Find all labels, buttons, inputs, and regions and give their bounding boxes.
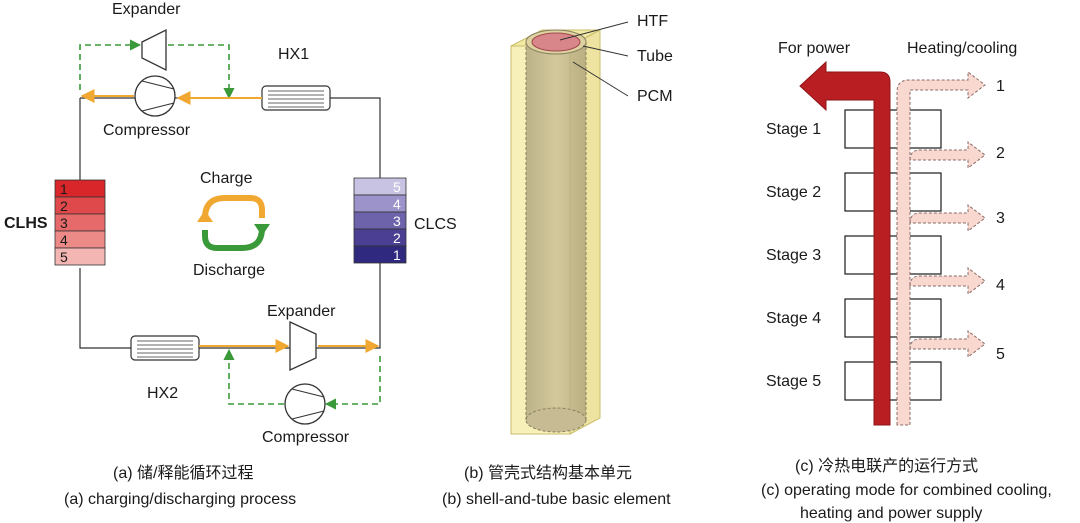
output-2-label: 2	[996, 145, 1005, 162]
htf-label: HTF	[637, 13, 668, 30]
panel-a-cycle-diagram: HX1 Expander Compressor 1 2 3 4 5	[4, 1, 457, 508]
clhs-stage-5: 5	[60, 249, 68, 265]
hx2-label: HX2	[147, 385, 178, 402]
caption-a-en: (a) charging/discharging process	[64, 491, 296, 508]
hx1-label: HX1	[278, 46, 309, 63]
compressor-top-icon	[134, 75, 176, 117]
charge-label: Charge	[200, 170, 253, 187]
output-3-label: 3	[996, 210, 1005, 227]
panel-c-operating-mode: For power Heating/cooling Stage 1 Stage …	[761, 40, 1052, 522]
heating-cooling-label: Heating/cooling	[907, 40, 1017, 57]
caption-b-cn: (b) 管壳式结构基本单元	[464, 464, 632, 482]
clcs-stage-1: 1	[393, 247, 401, 263]
clhs-label: CLHS	[4, 215, 48, 232]
stage-4-label: Stage 4	[766, 310, 821, 327]
expander-top-icon	[141, 28, 167, 72]
clhs-storage-stack: 1 2 3 4 5	[54, 179, 106, 266]
compressor-bottom-icon	[284, 383, 326, 425]
discharge-label: Discharge	[193, 262, 265, 279]
htf-leader	[559, 21, 629, 41]
for-power-label: For power	[778, 40, 851, 57]
stage-2-label: Stage 2	[766, 184, 821, 201]
hx1-heat-exchanger	[261, 85, 331, 111]
clcs-stage-4: 4	[393, 196, 401, 212]
charge-loop-bottom	[324, 356, 381, 410]
expander-bottom-label: Expander	[267, 303, 336, 320]
clhs-stage-1: 1	[60, 181, 68, 197]
charge-discharge-cycle-icon	[197, 195, 270, 251]
stage-1-label: Stage 1	[766, 121, 821, 138]
discharge-loop-top	[79, 39, 142, 90]
htf-core	[531, 32, 581, 52]
pipe-loop	[79, 97, 381, 349]
caption-b-en: (b) shell-and-tube basic element	[442, 491, 671, 508]
compressor-top-label: Compressor	[103, 122, 191, 139]
clhs-stage-3: 3	[60, 215, 68, 231]
tube-label: Tube	[637, 48, 673, 65]
clcs-label: CLCS	[414, 216, 457, 233]
stage-boxes	[844, 109, 942, 401]
heat-output-arrows	[896, 70, 986, 426]
clcs-stage-5: 5	[393, 179, 401, 195]
tube-bottom-ellipse	[525, 407, 587, 433]
clcs-stage-2: 2	[393, 230, 401, 246]
caption-c-cn: (c) 冷热电联产的运行方式	[795, 457, 978, 475]
clhs-stage-2: 2	[60, 198, 68, 214]
panel-b-shell-and-tube: HTF Tube PCM (b) 管壳式结构基本单元 (b) shell-and…	[442, 13, 673, 508]
clcs-stage-3: 3	[393, 213, 401, 229]
charge-loop-bottom-left	[223, 348, 284, 405]
tube-body	[526, 42, 586, 420]
tube-leader	[582, 45, 629, 57]
output-4-label: 4	[996, 277, 1005, 294]
pcm-label: PCM	[637, 88, 673, 105]
caption-c-en-2: heating and power supply	[800, 505, 982, 522]
compressor-bottom-label: Compressor	[262, 429, 350, 446]
output-1-label: 1	[996, 78, 1005, 95]
stage-5-label: Stage 5	[766, 373, 821, 390]
caption-c-en-1: (c) operating mode for combined cooling,	[761, 482, 1052, 499]
expander-bottom-icon	[289, 320, 317, 372]
caption-a-cn: (a) 储/释能循环过程	[113, 464, 253, 482]
expander-top-label: Expander	[112, 1, 181, 18]
power-output-arrow	[799, 60, 891, 426]
output-5-label: 5	[996, 346, 1005, 363]
clhs-stage-4: 4	[60, 232, 68, 248]
pcm-leader	[572, 61, 629, 97]
stage-3-label: Stage 3	[766, 247, 821, 264]
discharge-loop-top-right	[168, 44, 235, 100]
clcs-storage-stack: 5 4 3 2 1	[353, 177, 407, 264]
hx2-heat-exchanger	[130, 335, 200, 361]
